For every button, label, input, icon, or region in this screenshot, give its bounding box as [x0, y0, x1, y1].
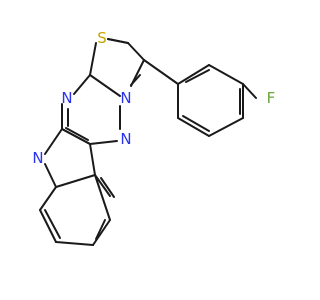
- bond-17: [94, 174, 111, 197]
- double-bond-inner-6: [44, 209, 61, 239]
- atom-label-nitrogen-top: N: [61, 89, 72, 107]
- double-bond-inner-0: [185, 69, 210, 83]
- atom-label-sulfur: S: [97, 29, 107, 47]
- bond-11: [61, 128, 91, 145]
- bond-28: [208, 117, 244, 137]
- atom-label-nitrogen-mid: N: [120, 130, 131, 148]
- atom-label-nitrogen-left: N: [32, 149, 43, 167]
- bond-3: [127, 42, 145, 61]
- bond-5: [130, 59, 145, 87]
- bond-6: [89, 74, 121, 97]
- bond-18: [39, 186, 57, 211]
- atom-labels: S N N N N F: [32, 29, 275, 167]
- bond-29: [177, 117, 210, 137]
- bond-2: [89, 42, 97, 76]
- double-bond-inner-2: [182, 115, 210, 132]
- bond-19: [39, 209, 57, 243]
- bond-13: [44, 128, 63, 155]
- bond-23: [143, 59, 179, 85]
- bond-12: [89, 140, 118, 145]
- bond-16: [55, 174, 96, 188]
- chemical-structure: S N N N N F: [32, 29, 275, 246]
- atom-label-nitrogen-bridge: N: [120, 89, 131, 107]
- bond-26: [242, 83, 257, 99]
- bond-15: [89, 143, 96, 176]
- bond-1: [107, 38, 129, 44]
- bond-20: [55, 241, 94, 246]
- atom-label-fluorine: F: [267, 89, 276, 107]
- bond-25: [208, 64, 244, 85]
- bond-14: [44, 163, 57, 188]
- bond-lines: [39, 38, 257, 246]
- bond-21: [92, 219, 111, 246]
- double-bond-inner-7: [95, 219, 106, 240]
- bond-22: [94, 174, 111, 221]
- double-bond-inner-5: [100, 177, 115, 198]
- bond-24: [177, 64, 210, 85]
- double-bond-inner-4: [65, 127, 89, 141]
- bond-7: [73, 74, 91, 95]
